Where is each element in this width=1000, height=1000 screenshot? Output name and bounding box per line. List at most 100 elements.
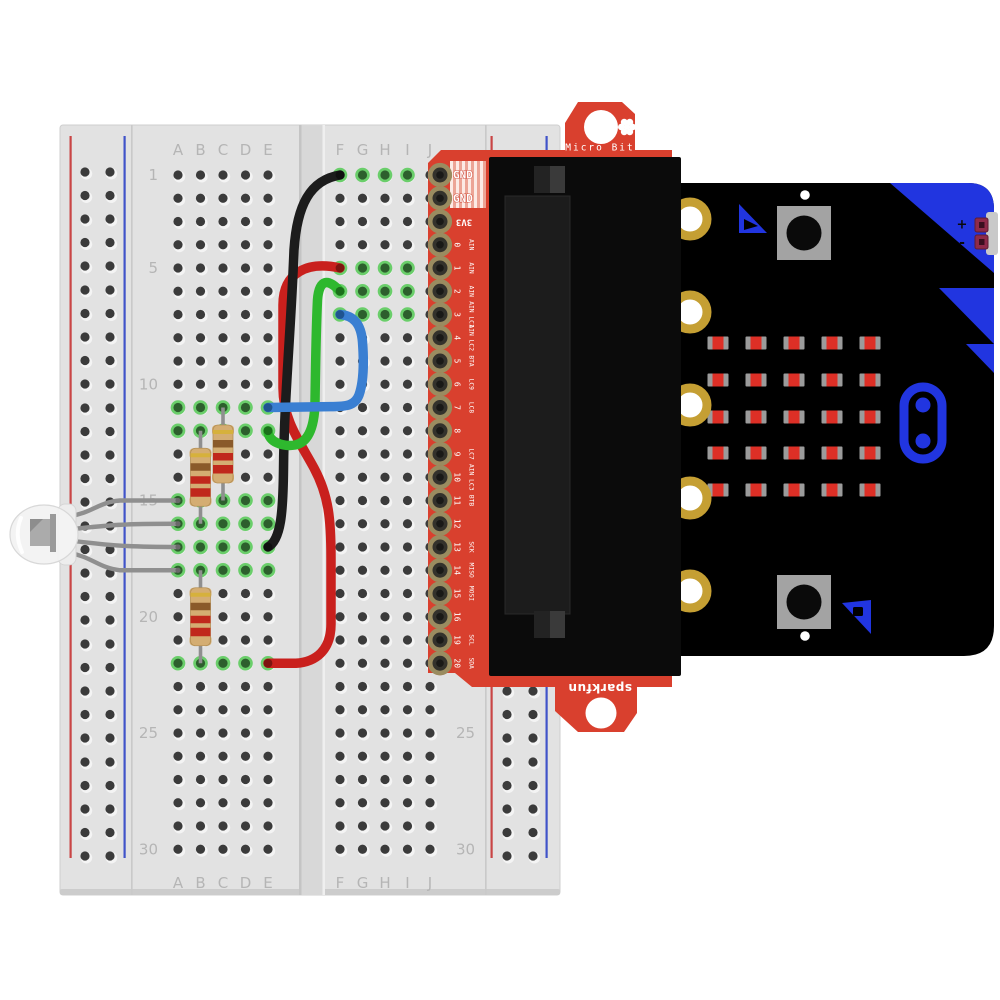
rail-hole bbox=[528, 780, 538, 791]
hole bbox=[402, 844, 413, 854]
battery-connector-pin bbox=[915, 433, 931, 449]
rail-hole bbox=[105, 473, 115, 484]
hole bbox=[263, 170, 273, 180]
connected-hole bbox=[357, 309, 368, 320]
hole bbox=[173, 286, 183, 296]
column-letter-top: A bbox=[173, 141, 184, 159]
hole bbox=[357, 216, 368, 227]
led-die bbox=[750, 483, 762, 497]
connected-hole bbox=[402, 170, 413, 180]
breakout-pin-hole bbox=[436, 240, 444, 249]
pin-label-gnd: GND bbox=[453, 192, 473, 205]
hole bbox=[263, 356, 273, 366]
rail-hole bbox=[80, 804, 90, 814]
rail-hole bbox=[80, 426, 90, 437]
hole bbox=[263, 635, 273, 645]
power-rail-red-line bbox=[69, 136, 72, 858]
hole bbox=[218, 751, 228, 761]
hole bbox=[240, 193, 251, 203]
flame-center bbox=[624, 124, 630, 130]
hole bbox=[402, 588, 413, 599]
hole bbox=[218, 263, 228, 273]
rail-hole bbox=[105, 780, 115, 791]
rail-hole bbox=[105, 757, 115, 767]
hole bbox=[380, 728, 390, 738]
hole bbox=[335, 216, 345, 227]
hole bbox=[218, 798, 228, 808]
rail-hole bbox=[105, 686, 115, 696]
column-letter-bottom: E bbox=[263, 874, 272, 892]
rail-hole bbox=[80, 639, 90, 649]
breakout-pin-hole bbox=[436, 566, 444, 575]
top-mounting-hole bbox=[584, 110, 618, 144]
hole bbox=[218, 612, 228, 622]
hole bbox=[402, 798, 413, 808]
hole bbox=[380, 542, 390, 552]
hole bbox=[240, 844, 251, 854]
led-leg-tip bbox=[175, 521, 181, 527]
hole bbox=[357, 495, 368, 506]
rail-hole bbox=[105, 851, 115, 861]
connected-hole bbox=[218, 519, 228, 529]
hole bbox=[335, 751, 345, 761]
hole bbox=[380, 705, 390, 715]
hole bbox=[240, 774, 251, 785]
rail-hole bbox=[80, 757, 90, 767]
hole bbox=[195, 170, 206, 180]
pin-number: 11 bbox=[453, 496, 462, 506]
hole bbox=[173, 170, 183, 180]
column-letter-top: C bbox=[218, 141, 228, 159]
connector-key-bottom-2 bbox=[550, 611, 565, 638]
battery-connector bbox=[899, 382, 947, 464]
pin-number: 19 bbox=[453, 635, 462, 645]
resistor-band-red bbox=[190, 488, 211, 497]
rail-hole bbox=[502, 733, 512, 743]
hole bbox=[357, 612, 368, 622]
hole bbox=[173, 705, 183, 715]
rail-hole bbox=[105, 426, 115, 437]
connected-hole bbox=[195, 542, 206, 552]
hole bbox=[335, 844, 345, 854]
rail-hole bbox=[80, 332, 90, 342]
hole bbox=[335, 240, 345, 250]
pin-function-label: AIN bbox=[468, 239, 475, 251]
hole bbox=[263, 309, 273, 320]
black-wire-end-cap bbox=[263, 542, 273, 552]
rail-hole bbox=[105, 662, 115, 673]
rail-hole bbox=[80, 214, 90, 224]
hole bbox=[357, 821, 368, 831]
pin-number: 8 bbox=[453, 428, 462, 433]
hole bbox=[218, 309, 228, 320]
hole bbox=[335, 472, 345, 482]
pin-number: 12 bbox=[453, 519, 462, 529]
hole bbox=[335, 449, 345, 459]
led-die bbox=[826, 336, 838, 350]
column-letter-bottom: I bbox=[405, 874, 409, 892]
row-number-left: 5 bbox=[148, 259, 158, 277]
left-divider-line bbox=[131, 125, 133, 895]
hole bbox=[240, 263, 251, 273]
hole bbox=[402, 658, 413, 668]
rail-hole bbox=[528, 709, 538, 720]
connected-hole bbox=[195, 402, 206, 413]
hole bbox=[335, 774, 345, 785]
led-post bbox=[50, 514, 56, 552]
rail-hole bbox=[80, 851, 90, 861]
rail-hole bbox=[80, 403, 90, 413]
corner-band bbox=[890, 183, 994, 273]
hole bbox=[425, 774, 435, 785]
pin-function-label: SDA bbox=[468, 658, 475, 670]
hole bbox=[335, 681, 345, 692]
rail-hole bbox=[80, 473, 90, 484]
led-die bbox=[826, 483, 838, 497]
connected-hole bbox=[173, 426, 183, 436]
rail-hole bbox=[105, 237, 115, 248]
rail-hole bbox=[528, 733, 538, 743]
sparkfun-flame-icon bbox=[618, 118, 636, 136]
rail-hole bbox=[502, 851, 512, 861]
led-die bbox=[864, 336, 876, 350]
resistor-band-red bbox=[213, 465, 233, 474]
hole bbox=[218, 216, 228, 227]
hole bbox=[357, 240, 368, 250]
rail-hole bbox=[105, 591, 115, 602]
